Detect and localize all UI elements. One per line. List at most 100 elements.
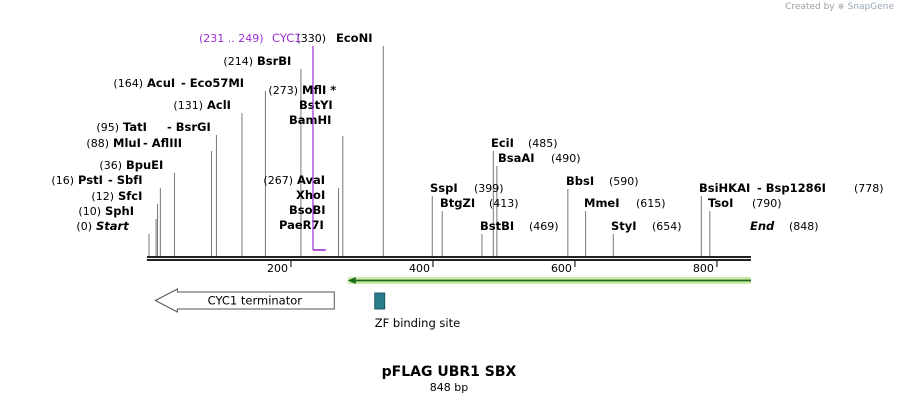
site-label-group: (16) PstI - SbfI bbox=[51, 173, 142, 187]
site-position: (88) bbox=[86, 137, 109, 150]
site-enzyme: AclI bbox=[207, 98, 231, 112]
site-enzyme: MluI bbox=[113, 136, 141, 150]
site-label-group: TsoI(790) bbox=[708, 196, 782, 210]
site-label-group: MmeI (615) bbox=[584, 196, 666, 210]
terminator-arrow-shape bbox=[154, 288, 335, 313]
site-enzyme: MflI * bbox=[302, 83, 336, 97]
site-position: (848) bbox=[789, 220, 819, 233]
features-layer: CYC1 terminator ZF binding site bbox=[154, 277, 751, 330]
site-position: (654) bbox=[652, 220, 682, 233]
site-labels: (0)Start(10)SphI(12)SfcI(16)PstI - SbfI(… bbox=[51, 31, 884, 251]
site-position: (164) bbox=[113, 77, 143, 90]
site-position: (95) bbox=[96, 121, 119, 134]
credit-prefix: Created by bbox=[785, 2, 835, 12]
site-enzyme: EcoNI bbox=[336, 31, 372, 45]
site-label-group: BbsI (590) bbox=[566, 174, 639, 188]
site-enzyme-extra: - Eco57MI bbox=[181, 76, 244, 90]
site-enzyme: BsiHKAI bbox=[699, 181, 750, 195]
primer-cyc1: (231 .. 249) CYC1 bbox=[199, 31, 326, 251]
credit-brand: SnapGene bbox=[847, 2, 894, 12]
site-label-group: StyI (654) bbox=[611, 219, 682, 233]
site-label-group: (330) EcoNI bbox=[296, 31, 372, 45]
site-label-group: EciI (485) bbox=[491, 136, 558, 150]
plasmid-name: pFLAG UBR1 SBX bbox=[381, 364, 517, 380]
site-enzyme: BpuEI bbox=[126, 158, 163, 172]
axis-tick-label: 400 bbox=[409, 262, 430, 275]
site-enzyme: BbsI bbox=[566, 174, 594, 188]
site-label-group: BamHI bbox=[289, 113, 331, 127]
site-enzyme: EciI bbox=[491, 136, 514, 150]
site-enzyme: TsoI bbox=[708, 196, 733, 210]
site-position: (615) bbox=[636, 197, 666, 210]
site-enzyme: BsoBI bbox=[289, 203, 326, 217]
site-label-group: (10)SphI bbox=[78, 204, 134, 218]
site-position: (12) bbox=[91, 190, 114, 203]
site-label-group: (88) MluI - AflIII bbox=[86, 136, 182, 150]
site-position: (16) bbox=[51, 174, 74, 187]
site-enzyme: BsaAI bbox=[498, 151, 535, 165]
site-label-group: BstBI (469) bbox=[480, 219, 559, 233]
site-enzyme: BtgZI bbox=[440, 196, 475, 210]
site-label-group: (0) Start bbox=[76, 219, 129, 233]
site-enzyme: End bbox=[750, 219, 775, 233]
feature: ZF binding site bbox=[374, 292, 460, 330]
site-enzyme: XhoI bbox=[296, 188, 325, 202]
site-label-group: (267) AvaI bbox=[263, 173, 325, 187]
site-enzyme: BamHI bbox=[289, 113, 331, 127]
site-enzyme: MmeI bbox=[584, 196, 620, 210]
snapgene-credit: Created by ⎈ SnapGene bbox=[785, 2, 894, 12]
axis-tick-label: 800 bbox=[693, 262, 714, 275]
site-position: (330) bbox=[296, 32, 326, 45]
snapgene-logo-icon: ⎈ bbox=[837, 2, 845, 12]
site-position: (273) bbox=[268, 84, 298, 97]
primer-range: (231 .. 249) bbox=[199, 32, 264, 45]
site-enzyme: AvaI bbox=[297, 173, 325, 187]
site-label-group: SspI (399) bbox=[430, 181, 504, 195]
site-position: (0) bbox=[76, 220, 92, 233]
site-label-group: (12)SfcI bbox=[91, 189, 142, 203]
site-label-group: XhoI bbox=[296, 188, 325, 202]
site-position: (485) bbox=[528, 137, 558, 150]
site-label-group: BsoBI bbox=[289, 203, 326, 217]
site-enzyme: BstYI bbox=[299, 98, 333, 112]
site-position: (399) bbox=[474, 182, 504, 195]
site-position: (413) bbox=[489, 197, 519, 210]
site-enzyme-extra: - SbfI bbox=[108, 173, 143, 187]
plasmid-length: 848 bp bbox=[429, 381, 469, 394]
axis-tick-label: 200 bbox=[267, 262, 288, 275]
site-enzyme: AcuI bbox=[147, 76, 175, 90]
site-enzyme: BsrBI bbox=[257, 54, 291, 68]
site-enzyme: PstI bbox=[78, 173, 103, 187]
site-label-group: BsaAI(490) bbox=[498, 151, 581, 165]
site-label-group: BsiHKAI - Bsp1286I (778) bbox=[699, 181, 884, 195]
site-label-group: (131) AclI bbox=[173, 98, 231, 112]
site-position: (469) bbox=[529, 220, 559, 233]
site-label-group: (95)TatI - BsrGI bbox=[96, 120, 210, 134]
site-label-group: (164) AcuI - Eco57MI bbox=[113, 76, 244, 90]
site-stems bbox=[148, 46, 711, 256]
site-enzyme-extra: - AflIII bbox=[143, 136, 182, 150]
site-position: (131) bbox=[173, 99, 203, 112]
site-label-group: (273) MflI * bbox=[268, 83, 336, 97]
site-label-group: BstYI bbox=[299, 98, 333, 112]
green-feature-arrowhead bbox=[347, 277, 356, 284]
feature-label: ZF binding site bbox=[375, 316, 460, 330]
site-position: (267) bbox=[263, 174, 293, 187]
site-label-group: End (848) bbox=[750, 219, 819, 233]
site-label-group: (214)BsrBI bbox=[223, 54, 291, 68]
site-enzyme: StyI bbox=[611, 219, 637, 233]
site-enzyme: Start bbox=[96, 219, 129, 233]
site-enzyme: BstBI bbox=[480, 219, 514, 233]
site-enzyme: TatI bbox=[123, 120, 147, 134]
site-enzyme: SspI bbox=[430, 181, 458, 195]
site-position: (590) bbox=[609, 175, 639, 188]
site-enzyme: SphI bbox=[105, 204, 134, 218]
site-position: (778) bbox=[854, 182, 884, 195]
site-position: (36) bbox=[99, 159, 122, 172]
site-label-group: BtgZI (413) bbox=[440, 196, 519, 210]
primer-name: CYC1 bbox=[272, 31, 302, 45]
site-enzyme-extra: - Bsp1286I bbox=[757, 181, 826, 195]
feature-label: CYC1 terminator bbox=[208, 294, 303, 308]
